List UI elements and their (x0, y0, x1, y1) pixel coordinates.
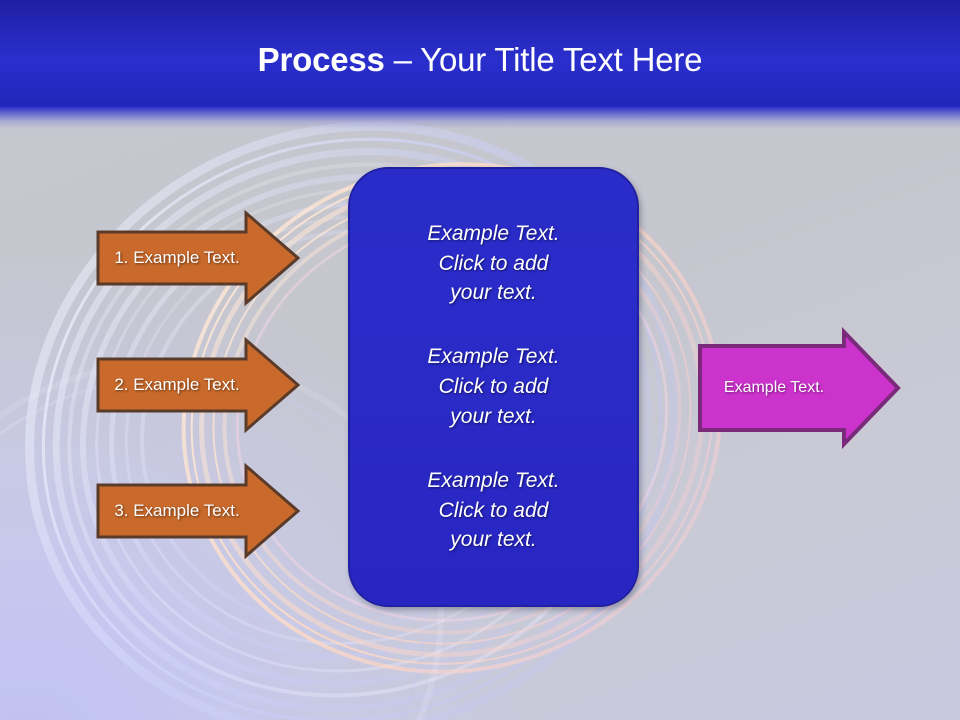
step-arrow-2[interactable]: 2. Example Text. (96, 336, 301, 434)
result-arrow-label: Example Text. (723, 379, 825, 396)
step-arrow-3-label: 3. Example Text. (114, 501, 240, 520)
title-bar (0, 0, 960, 106)
page-title-rest: – Your Title Text Here (384, 41, 703, 78)
title-bar-fade (0, 106, 960, 134)
step-arrow-1-label: 1. Example Text. (114, 248, 240, 267)
process-paragraph-3: Example Text. Click to add your text. (427, 468, 560, 552)
page-title-strong: Process (257, 41, 385, 78)
step-arrow-2-label: 2. Example Text. (114, 375, 240, 394)
process-paragraph-1: Example Text. Click to add your text. (427, 221, 560, 305)
process-content-box[interactable]: Example Text. Click to add your text. Ex… (348, 167, 639, 607)
page-title: Process – Your Title Text Here (0, 0, 960, 106)
process-paragraph-2: Example Text. Click to add your text. (427, 345, 560, 428)
result-arrow[interactable]: Example Text. (698, 327, 901, 449)
step-arrow-3[interactable]: 3. Example Text. (96, 462, 301, 560)
step-arrow-1[interactable]: 1. Example Text. (96, 209, 301, 307)
